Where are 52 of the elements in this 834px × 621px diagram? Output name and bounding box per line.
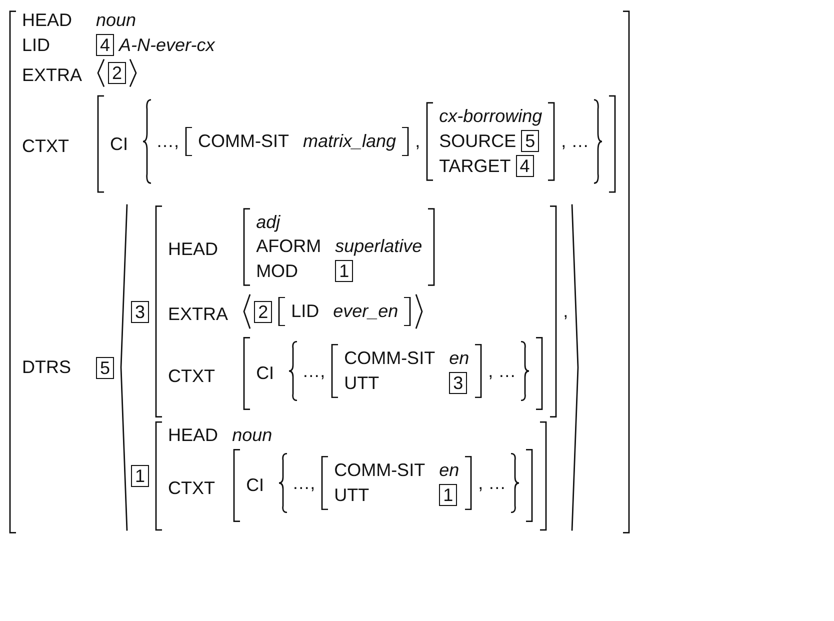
feature-name: EXTRA	[22, 65, 82, 85]
coindex-tag: 1	[131, 465, 150, 487]
coindex-tag: 4	[516, 155, 534, 177]
feature-name: UTT	[344, 372, 380, 392]
feature-name: CTXT	[168, 366, 216, 386]
feature-value: superlative	[335, 236, 422, 256]
feature-value: adj	[256, 212, 280, 232]
punctuation: …,	[156, 131, 180, 152]
feature-value: cx-borrowing	[439, 106, 542, 126]
punctuation: ,	[415, 131, 420, 152]
feature-value: en	[439, 460, 460, 480]
feature-name: UTT	[334, 484, 370, 504]
feature-value: A-N-ever-cx	[119, 34, 215, 56]
feature-name: MOD	[256, 260, 298, 280]
feature-value: ever_en	[333, 301, 398, 321]
punctuation: , …	[561, 131, 590, 152]
feature-name: AFORM	[256, 236, 322, 256]
feature-name: LID	[291, 301, 320, 321]
feature-name: COMM-SIT	[198, 131, 290, 151]
feature-name: LID	[22, 34, 50, 54]
feature-name: CTXT	[22, 136, 69, 156]
feature-value: matrix_lang	[303, 131, 396, 151]
feature-name: EXTRA	[168, 304, 228, 324]
feature-name: CTXT	[168, 478, 216, 498]
feature-name: TARGET	[439, 156, 511, 176]
feature-name: CI	[246, 475, 264, 495]
feature-name: HEAD	[168, 239, 218, 259]
feature-name: CI	[110, 134, 128, 154]
feature-name: HEAD	[168, 425, 218, 445]
coindex-tag: 4	[96, 34, 114, 56]
feature-value: noun	[232, 425, 272, 445]
feature-name: CI	[256, 363, 274, 383]
feature-name: DTRS	[22, 357, 71, 377]
coindex-tag: 1	[335, 260, 354, 282]
coindex-tag: 2	[108, 62, 126, 84]
feature-name: HEAD	[22, 10, 72, 30]
punctuation: , …	[478, 472, 506, 494]
coindex-tag: 2	[254, 300, 272, 322]
punctuation: …,	[292, 472, 316, 494]
feature-value: en	[449, 348, 470, 368]
punctuation: , …	[488, 360, 516, 382]
punctuation: …,	[302, 360, 326, 382]
feature-name: COMM-SIT	[334, 460, 426, 480]
coindex-tag: 3	[131, 300, 150, 322]
coindex-tag: 3	[449, 372, 468, 394]
feature-name: COMM-SIT	[344, 348, 436, 368]
feature-name: SOURCE	[439, 130, 516, 152]
punctuation: ,	[563, 301, 568, 322]
coindex-tag: 5	[521, 130, 540, 152]
coindex-tag: 5	[96, 356, 114, 378]
coindex-tag: 1	[439, 484, 458, 506]
feature-value: noun	[96, 10, 136, 30]
